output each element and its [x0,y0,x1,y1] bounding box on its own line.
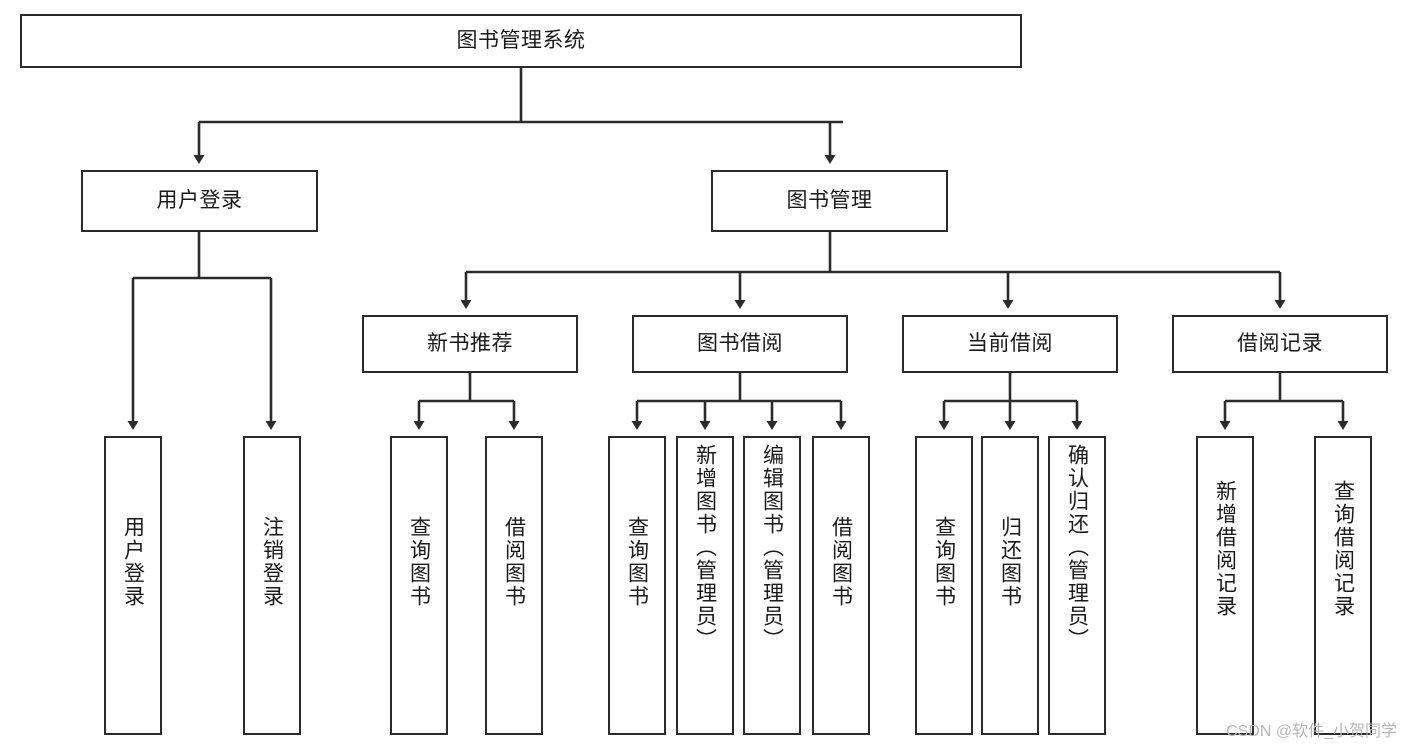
leaf-user-login-signin[interactable]: 用户登录 [104,436,162,735]
leaf-currentborrow-query-book[interactable]: 查询图书 [915,436,973,735]
leaf-bookborrow-add-book-admin[interactable]: 新增图书（管理员） [676,436,734,735]
leaf-bookborrow-query-book[interactable]: 查询图书 [608,436,666,735]
leaf-currentborrow-return-book[interactable]: 归还图书 [981,436,1039,735]
node-book-borrow[interactable]: 图书借阅 [632,315,848,373]
node-root-system[interactable]: 图书管理系统 [20,14,1022,68]
node-label: 当前借阅 [967,331,1053,355]
node-label: 图书管理 [786,188,873,212]
node-label: 借阅图书 [502,516,526,608]
node-label: 查询图书 [932,516,956,608]
leaf-bookborrow-borrow-book[interactable]: 借阅图书 [812,436,870,735]
node-label: 借阅记录 [1237,331,1323,355]
leaf-currentborrow-confirm-return-admin[interactable]: 确认归还（管理员） [1048,436,1106,735]
node-label: 图书借阅 [697,331,783,355]
leaf-newbook-query-book[interactable]: 查询图书 [390,436,448,735]
node-current-borrow[interactable]: 当前借阅 [902,315,1118,373]
node-borrow-record[interactable]: 借阅记录 [1172,315,1388,373]
leaf-borrowrecord-add-record[interactable]: 新增借阅记录 [1196,436,1254,735]
leaf-bookborrow-edit-book-admin[interactable]: 编辑图书（管理员） [743,436,801,735]
leaf-user-login-signout[interactable]: 注销登录 [243,436,301,735]
node-label: 借阅图书 [829,516,853,608]
node-label: 查询借阅记录 [1331,480,1355,618]
csdn-watermark: CSDN @软件_小贺同学 [1226,723,1397,740]
node-label: 用户登录 [121,516,145,608]
node-label: 新书推荐 [427,331,513,355]
node-label: 新增图书（管理员） [693,444,717,651]
node-label: 归还图书 [998,516,1022,608]
node-label: 注销登录 [260,516,284,608]
node-label: 用户登录 [156,188,243,212]
node-label: 图书管理系统 [456,28,586,52]
node-user-login[interactable]: 用户登录 [81,170,318,232]
leaf-newbook-borrow-book[interactable]: 借阅图书 [485,436,543,735]
node-label: 确认归还（管理员） [1065,444,1089,651]
node-label: 编辑图书（管理员） [760,444,784,651]
node-label: 查询图书 [407,516,431,608]
node-book-management[interactable]: 图书管理 [711,170,948,232]
node-label: 查询图书 [625,516,649,608]
node-new-book-recommend[interactable]: 新书推荐 [362,315,578,373]
leaf-borrowrecord-query-record[interactable]: 查询借阅记录 [1314,436,1372,735]
node-label: 新增借阅记录 [1213,480,1237,618]
